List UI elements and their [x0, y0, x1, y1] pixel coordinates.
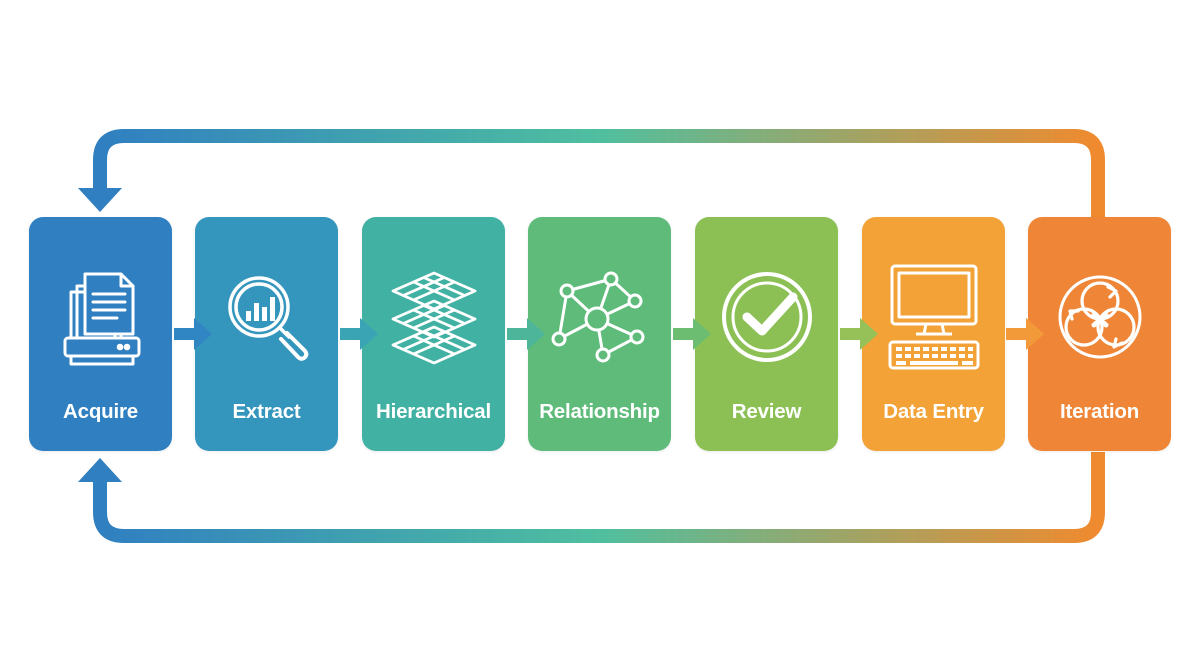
checkmark-circle-icon [695, 259, 838, 375]
computer-keyboard-icon [862, 259, 1005, 375]
loop-bottom-path [93, 452, 1105, 543]
magnifier-chart-icon [195, 259, 338, 375]
connector-arrow-icon [840, 318, 878, 350]
connector-arrow-icon [673, 318, 711, 350]
stage-card-data-entry: Data Entry [862, 217, 1005, 451]
connector-arrow-icon [174, 318, 212, 350]
stage-card-review: Review [695, 217, 838, 451]
stage-label: Review [731, 400, 802, 423]
stage-label: Relationship [539, 400, 660, 423]
stage-card-acquire: Acquire [29, 217, 172, 451]
stage-label: Acquire [63, 400, 138, 423]
loop-top-path [93, 129, 1105, 218]
stage-label: Extract [232, 400, 301, 423]
connector-arrow-icon [340, 318, 378, 350]
stage-label: Hierarchical [376, 400, 491, 423]
stage-card-hierarchical: Hierarchical [362, 217, 505, 451]
cycle-arrows-icon [1028, 259, 1171, 375]
stage-label: Iteration [1059, 400, 1140, 423]
network-graph-icon [528, 259, 671, 375]
loop-top-arrowhead [78, 188, 122, 212]
stage-card-iteration: Iteration [1028, 217, 1171, 451]
stage-label: Data Entry [883, 400, 984, 423]
document-scanner-icon [29, 259, 172, 375]
layered-grid-icon [362, 259, 505, 375]
connector-arrow-icon [1006, 318, 1044, 350]
loop-bottom-arrowhead [78, 458, 122, 482]
stage-card-relationship: Relationship [528, 217, 671, 451]
connector-arrow-icon [507, 318, 545, 350]
stage-card-extract: Extract [195, 217, 338, 451]
